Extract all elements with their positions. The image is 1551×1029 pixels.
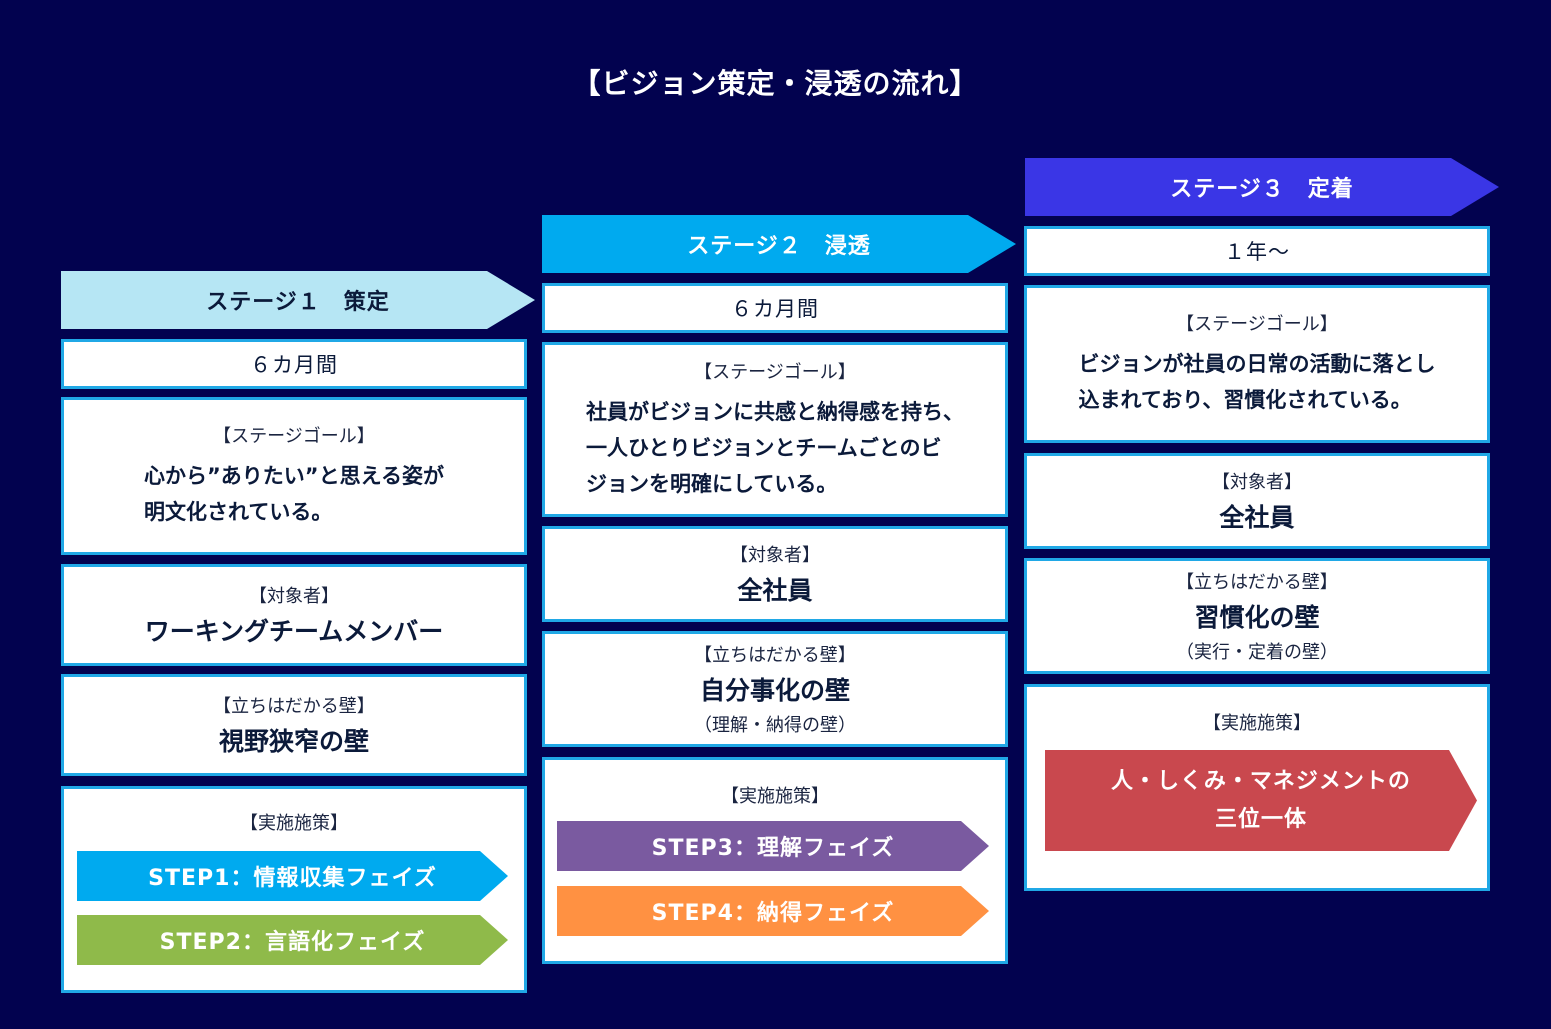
diagram-title: 【ビジョン策定・浸透の流れ】 bbox=[572, 67, 979, 100]
stage-3-measure-arrow: 人・しくみ・マネジメントの 三位一体 bbox=[1045, 750, 1477, 851]
stage-2-goal-line: ジョンを明確にしている。 bbox=[586, 471, 838, 496]
stage-2-wall: 自分事化の壁 bbox=[699, 676, 850, 705]
stage-2-target-box: 【対象者】 全社員 bbox=[542, 526, 1008, 622]
stage-3-wall-label: 【立ちはだかる壁】 bbox=[1176, 572, 1338, 593]
stage-1-header: ステージ１ 策定 bbox=[61, 271, 535, 329]
stage-2-duration-box: ６カ月間 bbox=[542, 283, 1008, 333]
stage-3-target: 全社員 bbox=[1219, 503, 1295, 532]
step-4-label: STEP4：納得フェイズ bbox=[651, 901, 895, 926]
stage-1-duration-box: ６カ月間 bbox=[61, 339, 527, 389]
stage-2-header: ステージ２ 浸透 bbox=[542, 215, 1016, 273]
stage-1-goal-label: 【ステージゴール】 bbox=[213, 426, 375, 447]
stage-1-goal-line: 明文化されている。 bbox=[144, 500, 333, 524]
stage-3-target-box: 【対象者】 全社員 bbox=[1024, 453, 1490, 549]
stage-1-target-label: 【対象者】 bbox=[249, 586, 339, 607]
stage-3-duration: １年〜 bbox=[1224, 240, 1290, 264]
stage-1-wall: 視野狭窄の壁 bbox=[218, 727, 369, 756]
stage-3-wall-sub: （実行・定着の壁） bbox=[1176, 642, 1338, 663]
step-3-arrow: STEP3：理解フェイズ bbox=[557, 821, 989, 871]
stage-2-duration: ６カ月間 bbox=[731, 297, 819, 321]
stage-2-target: 全社員 bbox=[737, 576, 813, 605]
step-2-arrow: STEP2：言語化フェイズ bbox=[77, 915, 508, 965]
stage-3-duration-box: １年〜 bbox=[1024, 226, 1490, 276]
stage-1-goal-box: 【ステージゴール】 心から”ありたい”と思える姿が 明文化されている。 bbox=[61, 397, 527, 555]
stage-2-goal-box: 【ステージゴール】 社員がビジョンに共感と納得感を持ち、 一人ひとりビジョンとチ… bbox=[542, 342, 1008, 517]
stage-2-wall-label: 【立ちはだかる壁】 bbox=[694, 645, 856, 666]
stage-1-wall-box: 【立ちはだかる壁】 視野狭窄の壁 bbox=[61, 674, 527, 776]
stage-3-header: ステージ３ 定着 bbox=[1025, 158, 1499, 216]
stage-1-wall-label: 【立ちはだかる壁】 bbox=[213, 696, 375, 717]
stage-3-wall: 習慣化の壁 bbox=[1194, 603, 1320, 632]
stage-3-measure-label: 【実施施策】 bbox=[1203, 713, 1311, 734]
stage-2-goal-line: 一人ひとりビジョンとチームごとのビ bbox=[586, 435, 942, 460]
step-4-arrow: STEP4：納得フェイズ bbox=[557, 886, 989, 936]
stage-1-measure-label: 【実施施策】 bbox=[240, 813, 348, 834]
step-1-arrow: STEP1：情報収集フェイズ bbox=[77, 851, 508, 901]
stage-3-target-label: 【対象者】 bbox=[1212, 472, 1302, 493]
stage-1-header-label: ステージ１ 策定 bbox=[206, 290, 390, 315]
stage-3-measure-line: 三位一体 bbox=[1214, 806, 1307, 832]
stage-3-goal-text: ビジョンが社員の日常の活動に落とし 込まれており、習慣化されている。 bbox=[1079, 346, 1436, 418]
stage-1-target-box: 【対象者】 ワーキングチームメンバー bbox=[61, 564, 527, 666]
stage-1-duration: ６カ月間 bbox=[250, 353, 338, 377]
stage-2-target-label: 【対象者】 bbox=[730, 545, 820, 566]
stage-2-wall-box: 【立ちはだかる壁】 自分事化の壁 （理解・納得の壁） bbox=[542, 631, 1008, 747]
stage-3-goal-box: 【ステージゴール】 ビジョンが社員の日常の活動に落とし 込まれており、習慣化され… bbox=[1024, 285, 1490, 443]
stage-3-goal-line: 込まれており、習慣化されている。 bbox=[1078, 388, 1412, 412]
stage-2-goal-line: 社員がビジョンに共感と納得感を持ち、 bbox=[586, 399, 964, 424]
stage-2-wall-sub: （理解・納得の壁） bbox=[694, 715, 856, 736]
stage-1-target: ワーキングチームメンバー bbox=[144, 617, 444, 646]
stage-3-goal-label: 【ステージゴール】 bbox=[1176, 314, 1338, 335]
stage-3-measure-line: 人・しくみ・マネジメントの bbox=[1111, 768, 1411, 794]
stage-3-header-label: ステージ３ 定着 bbox=[1170, 177, 1354, 202]
step-3-label: STEP3：理解フェイズ bbox=[651, 836, 895, 861]
stage-2-goal-text: 社員がビジョンに共感と納得感を持ち、 一人ひとりビジョンとチームごとのビ ジョン… bbox=[586, 394, 964, 502]
step-1-label: STEP1：情報収集フェイズ bbox=[148, 866, 437, 891]
stage-2-header-label: ステージ２ 浸透 bbox=[687, 234, 871, 259]
stage-1-goal-line: 心から”ありたい”と思える姿が bbox=[144, 464, 444, 488]
stage-3-wall-box: 【立ちはだかる壁】 習慣化の壁 （実行・定着の壁） bbox=[1024, 558, 1490, 674]
stage-1-goal-text: 心から”ありたい”と思える姿が 明文化されている。 bbox=[144, 458, 444, 530]
stage-2-measure-label: 【実施施策】 bbox=[721, 786, 829, 807]
stage-3-goal-line: ビジョンが社員の日常の活動に落とし bbox=[1078, 352, 1436, 376]
step-2-label: STEP2：言語化フェイズ bbox=[159, 930, 426, 955]
stage-2-goal-label: 【ステージゴール】 bbox=[694, 361, 856, 383]
